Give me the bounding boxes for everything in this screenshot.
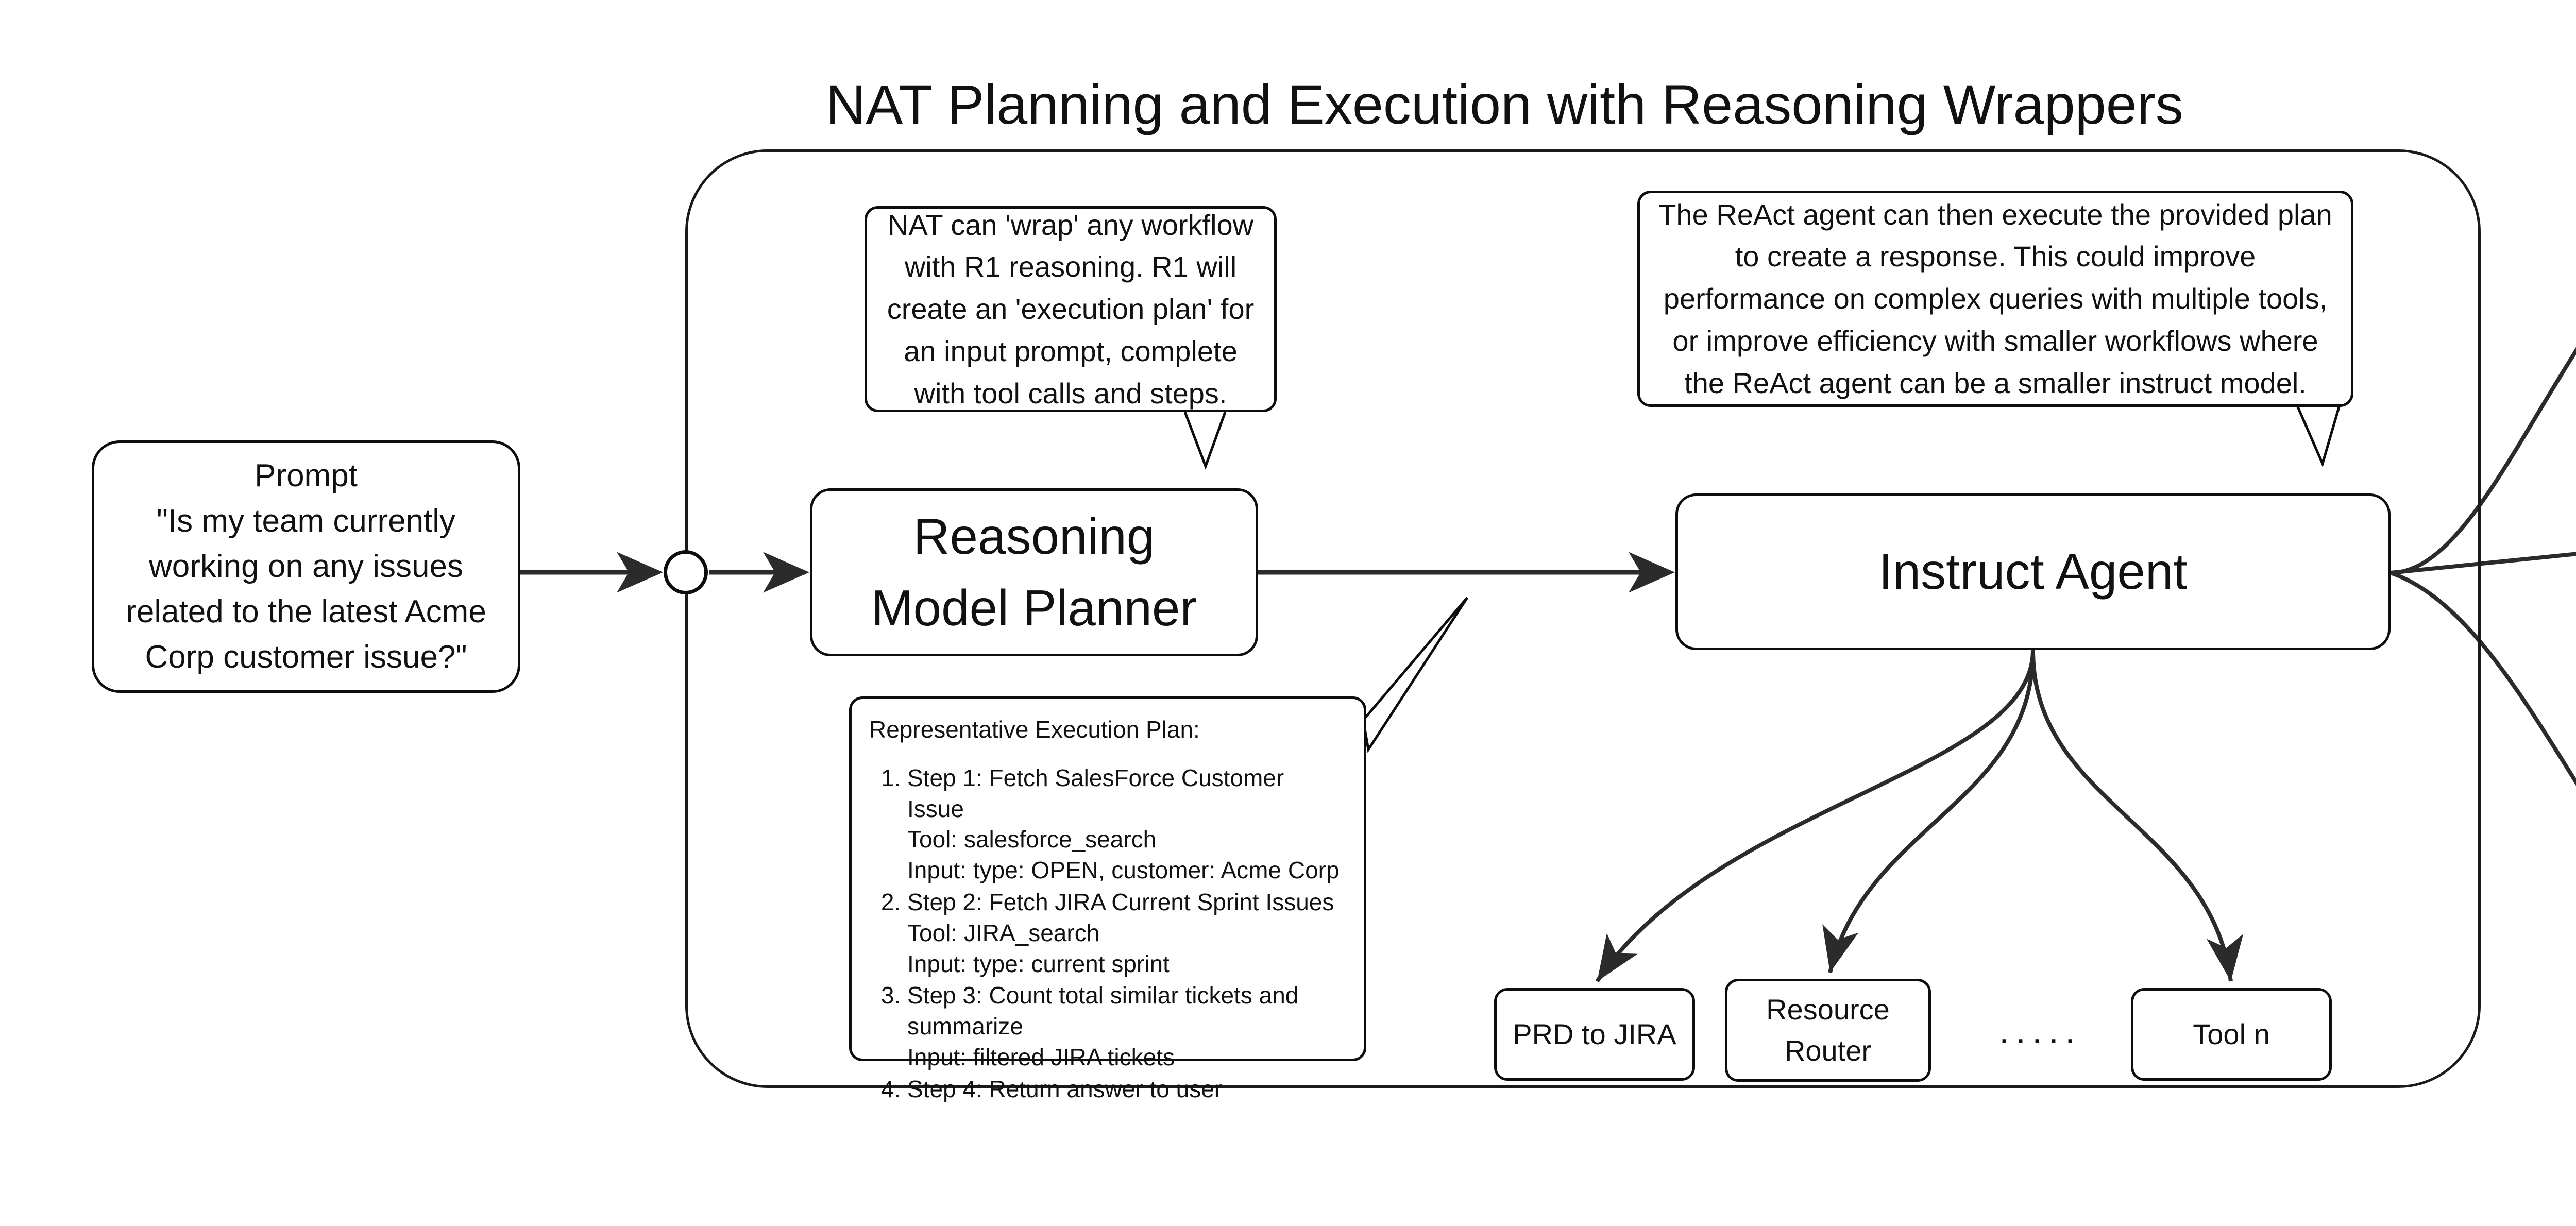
execution-plan-step: Step 2: Fetch JIRA Current Sprint Issues…	[907, 887, 1346, 979]
step-title: Step 1: Fetch SalesForce Customer Issue	[907, 764, 1284, 822]
step-input: Input: filtered JIRA tickets	[907, 1043, 1175, 1070]
tool-node-tool-n: Tool n	[2131, 988, 2332, 1081]
prompt-label: Prompt	[255, 457, 358, 493]
execution-plan-callout: Representative Execution Plan: Step 1: F…	[849, 696, 1366, 1102]
instruct-agent-node: Instruct Agent	[1675, 493, 2391, 650]
page-title: NAT Planning and Execution with Reasonin…	[825, 73, 2183, 135]
execution-plan-list: Step 1: Fetch SalesForce Customer Issue …	[869, 763, 1346, 1105]
execution-plan-step: Step 3: Count total similar tickets and …	[907, 980, 1346, 1072]
nat-callout-text: NAT can 'wrap' any workflow with R1 reas…	[887, 208, 1255, 410]
step-input: Input: type: OPEN, customer: Acme Corp	[907, 857, 1340, 884]
step-title: Step 3: Count total similar tickets and …	[907, 982, 1299, 1040]
nat-wrapper-container	[685, 149, 2481, 1088]
execution-plan-title: Representative Execution Plan:	[869, 716, 1200, 743]
react-callout-text: The ReAct agent can then execute the pro…	[1658, 198, 2332, 399]
tool-node-prd-to-jira: PRD to JIRA	[1494, 988, 1695, 1081]
react-agent-callout: The ReAct agent can then execute the pro…	[1637, 191, 2353, 407]
step-tool: Tool: JIRA_search	[907, 919, 1100, 946]
step-title: Step 2: Fetch JIRA Current Sprint Issues	[907, 888, 1334, 915]
nat-wrap-callout: NAT can 'wrap' any workflow with R1 reas…	[865, 206, 1277, 412]
planner-label-line1: Reasoning	[913, 507, 1155, 565]
prompt-text: "Is my team currently working on any iss…	[126, 503, 486, 675]
execution-plan-step: Step 1: Fetch SalesForce Customer Issue …	[907, 763, 1346, 886]
junction-circle-node	[664, 550, 708, 594]
tool-label: Tool n	[2193, 1018, 2270, 1051]
tool-node-resource-router: Resource Router	[1725, 979, 1931, 1082]
tool-label: Resource Router	[1766, 993, 1890, 1067]
tool-label: PRD to JIRA	[1513, 1018, 1676, 1051]
step-input: Input: type: current sprint	[907, 950, 1170, 977]
prompt-node: Prompt "Is my team currently working on …	[92, 440, 520, 693]
reasoning-model-planner-node: Reasoning Model Planner	[810, 488, 1258, 656]
instruct-agent-label: Instruct Agent	[1878, 543, 2188, 600]
step-tool: Tool: salesforce_search	[907, 826, 1157, 853]
execution-plan-step: Step 4: Return answer to user	[907, 1074, 1346, 1105]
planner-label-line2: Model Planner	[871, 580, 1197, 636]
tool-ellipsis: .....	[1998, 1010, 2082, 1051]
step-title: Step 4: Return answer to user	[907, 1075, 1223, 1102]
